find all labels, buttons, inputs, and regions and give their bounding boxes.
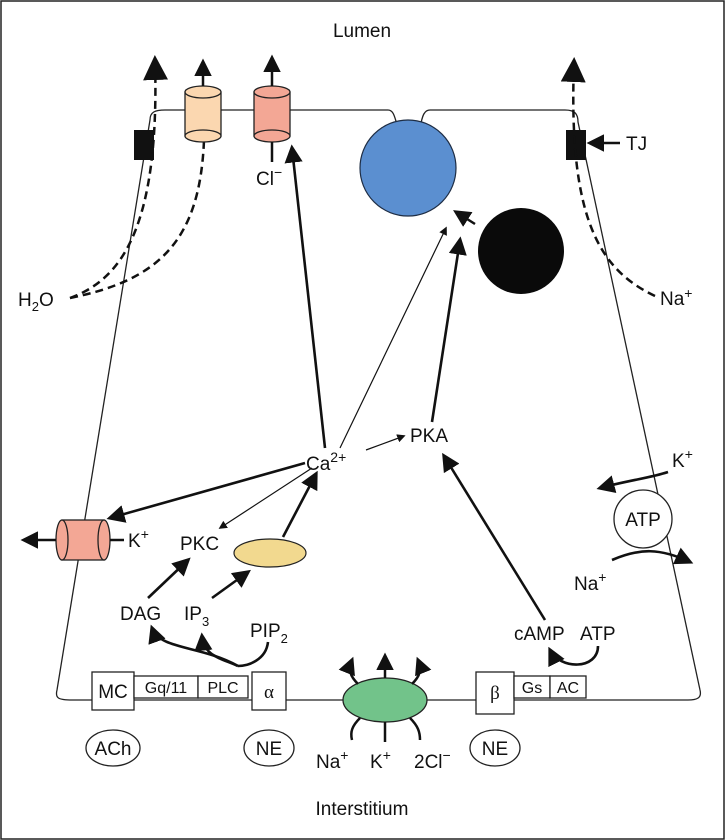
tight-junction-left [134, 130, 154, 160]
interstitium-label: Interstitium [316, 799, 409, 820]
er-to-ca-arrow [281, 470, 318, 538]
ip3-label: IP3 [184, 604, 209, 629]
atpase-na-arrow [611, 547, 694, 565]
ac-label: AC [557, 680, 579, 697]
ip3-to-er-arrow [211, 569, 251, 600]
ca-to-k-channel-arrow [106, 461, 306, 523]
dag-label: DAG [120, 604, 161, 625]
nkcc-cl-label: 2Cl− [414, 747, 451, 773]
ach-ligand [85, 729, 141, 767]
water-label: H2O [18, 290, 54, 314]
tj-label: TJ [626, 134, 647, 155]
pip2-label: PIP2 [250, 621, 288, 646]
nkcc-na-label: Na+ [316, 747, 348, 773]
water-transcellular-path [69, 139, 206, 300]
atpase-k-label: K+ [672, 446, 693, 472]
potassium-channel-label: K+ [128, 526, 149, 552]
na-k-atpase [613, 489, 673, 549]
nkcc-k-label: K+ [370, 747, 391, 773]
plc-label: PLC [207, 680, 238, 697]
dag-to-pkc-arrow [147, 557, 191, 599]
pka-to-granule-arrow [430, 236, 467, 423]
cell-membrane [55, 109, 702, 701]
mc-label: MC [98, 682, 128, 703]
atpase-k-arrow [596, 470, 669, 494]
ca-to-cl-arrow [284, 144, 327, 449]
potassium-channel [55, 519, 111, 561]
dark-granule [478, 208, 564, 294]
water-channel [184, 85, 222, 143]
ne-left-label: NE [256, 739, 282, 760]
calcium-label: Ca2+ [306, 449, 346, 475]
atpase-label: ATP [625, 510, 661, 531]
tight-junction-right [566, 130, 586, 160]
pka-label: PKA [410, 426, 448, 447]
pkc-label: PKC [180, 534, 219, 555]
camp-label: cAMP [514, 624, 565, 645]
gs-label: Gs [522, 680, 542, 697]
nkcc-tail-3 [409, 717, 422, 741]
secretory-granule [359, 119, 457, 217]
ca-to-granule-arrow [339, 226, 447, 449]
sodium-paracellular-path [560, 57, 656, 298]
ca-to-pka-arrow [365, 434, 406, 451]
nkcc-tail-1 [350, 717, 361, 741]
plc-to-ip3-arrow [194, 632, 239, 668]
ne-right-label: NE [482, 739, 508, 760]
beta-label: β [490, 683, 500, 704]
ne-ligand-left [243, 729, 295, 767]
camp-to-pka-arrow [442, 452, 547, 621]
chloride-label: Cl− [256, 164, 282, 190]
nkcc-arrow-3 [411, 656, 432, 685]
alpha-label: α [264, 682, 274, 703]
pip2-to-plc-path [237, 641, 270, 668]
muscarinic-receptor-complex [91, 671, 287, 711]
atp-to-camp-arrow [548, 645, 600, 668]
gq-label: Gq/11 [145, 680, 188, 697]
atp-substrate-label: ATP [580, 624, 616, 645]
atpase-na-label: Na+ [574, 569, 606, 595]
water-paracellular-path [69, 55, 169, 300]
beta-receptor-complex [475, 671, 587, 715]
nkcc-arrow-1 [338, 656, 359, 685]
ca-to-pkc-arrow [218, 467, 313, 529]
er-calcium-store [233, 538, 307, 568]
ne-ligand-right [469, 729, 521, 767]
nkcc-cotransporter [342, 677, 428, 723]
sodium-lumen-label: Na+ [660, 285, 692, 310]
chloride-channel [253, 85, 291, 143]
lumen-label: Lumen [333, 21, 391, 42]
granule-fusion-arrow [453, 210, 476, 227]
ach-label: ACh [95, 739, 132, 760]
